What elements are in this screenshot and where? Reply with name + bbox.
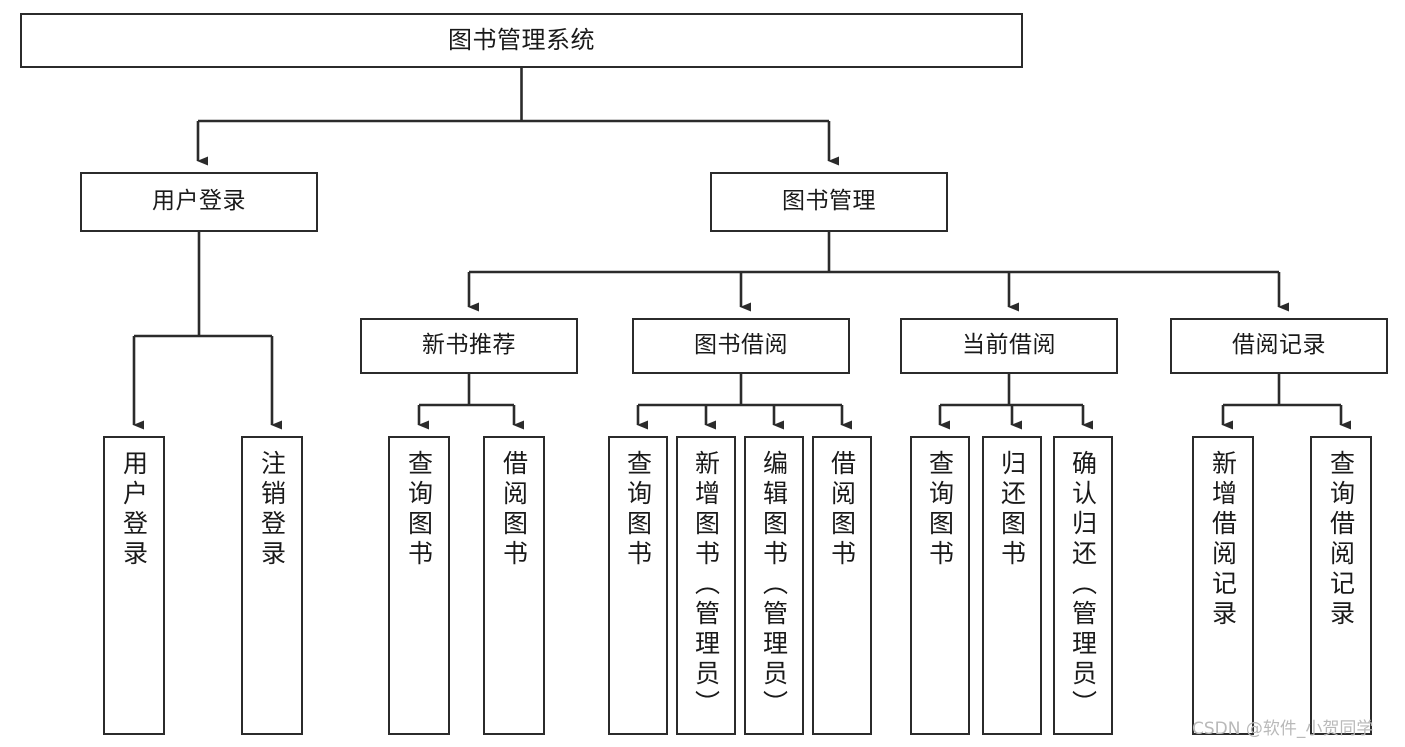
node-leaf-borrow-query-book[interactable]: 查询图书 (608, 436, 668, 735)
csdn-watermark: CSDN @软件_小贺同学 (1192, 719, 1374, 739)
node-leaf-current-query-book[interactable]: 查询图书 (910, 436, 970, 735)
node-leaf-current-confirm-return-label: 确认归还（管理员） (1068, 450, 1098, 720)
connector-currentborrow-to-leaves (938, 374, 1093, 430)
node-leaf-record-query[interactable]: 查询借阅记录 (1310, 436, 1372, 735)
node-user-login[interactable]: 用户登录 (80, 172, 318, 232)
connector-bookborrow-to-leaves (636, 374, 852, 430)
connector-newbook-to-leaves (417, 374, 524, 430)
node-leaf-user-login[interactable]: 用户登录 (103, 436, 165, 735)
connector-borrowrecord-to-leaves (1221, 374, 1351, 430)
node-new-book-recommend-label: 新书推荐 (422, 332, 516, 359)
node-leaf-current-return-book-label: 归还图书 (997, 450, 1027, 570)
node-current-borrow[interactable]: 当前借阅 (900, 318, 1118, 374)
node-new-book-recommend[interactable]: 新书推荐 (360, 318, 578, 374)
node-current-borrow-label: 当前借阅 (962, 332, 1056, 359)
node-root[interactable]: 图书管理系统 (20, 13, 1023, 68)
node-leaf-rec-borrow-book[interactable]: 借阅图书 (483, 436, 545, 735)
node-leaf-record-add[interactable]: 新增借阅记录 (1192, 436, 1254, 735)
node-leaf-borrow-borrow-book-label: 借阅图书 (827, 450, 857, 570)
connector-userlogin-to-leaves (132, 232, 282, 430)
node-leaf-record-query-label: 查询借阅记录 (1326, 450, 1356, 630)
node-book-manage-label: 图书管理 (782, 188, 876, 215)
node-leaf-record-add-label: 新增借阅记录 (1208, 450, 1238, 630)
node-leaf-borrow-add-book-label: 新增图书（管理员） (691, 450, 721, 720)
node-root-label: 图书管理系统 (448, 26, 595, 55)
node-leaf-current-query-book-label: 查询图书 (925, 450, 955, 570)
node-leaf-user-logout[interactable]: 注销登录 (241, 436, 303, 735)
node-leaf-borrow-borrow-book[interactable]: 借阅图书 (812, 436, 872, 735)
node-leaf-borrow-query-book-label: 查询图书 (623, 450, 653, 570)
node-leaf-rec-borrow-book-label: 借阅图书 (499, 450, 529, 570)
node-book-borrow[interactable]: 图书借阅 (632, 318, 850, 374)
node-book-borrow-label: 图书借阅 (694, 332, 788, 359)
node-leaf-borrow-edit-book-label: 编辑图书（管理员） (759, 450, 789, 720)
node-leaf-rec-query-book[interactable]: 查询图书 (388, 436, 450, 735)
node-leaf-user-login-label: 用户登录 (119, 450, 149, 570)
node-borrow-record-label: 借阅记录 (1232, 332, 1326, 359)
node-leaf-borrow-add-book[interactable]: 新增图书（管理员） (676, 436, 736, 735)
node-leaf-current-confirm-return[interactable]: 确认归还（管理员） (1053, 436, 1113, 735)
node-leaf-rec-query-book-label: 查询图书 (404, 450, 434, 570)
node-leaf-borrow-edit-book[interactable]: 编辑图书（管理员） (744, 436, 804, 735)
node-borrow-record[interactable]: 借阅记录 (1170, 318, 1388, 374)
connector-root-to-level2 (196, 68, 839, 166)
node-user-login-label: 用户登录 (152, 188, 246, 215)
connector-bookmanage-to-level3 (467, 232, 1289, 312)
node-leaf-user-logout-label: 注销登录 (257, 450, 287, 570)
node-book-manage[interactable]: 图书管理 (710, 172, 948, 232)
node-leaf-current-return-book[interactable]: 归还图书 (982, 436, 1042, 735)
